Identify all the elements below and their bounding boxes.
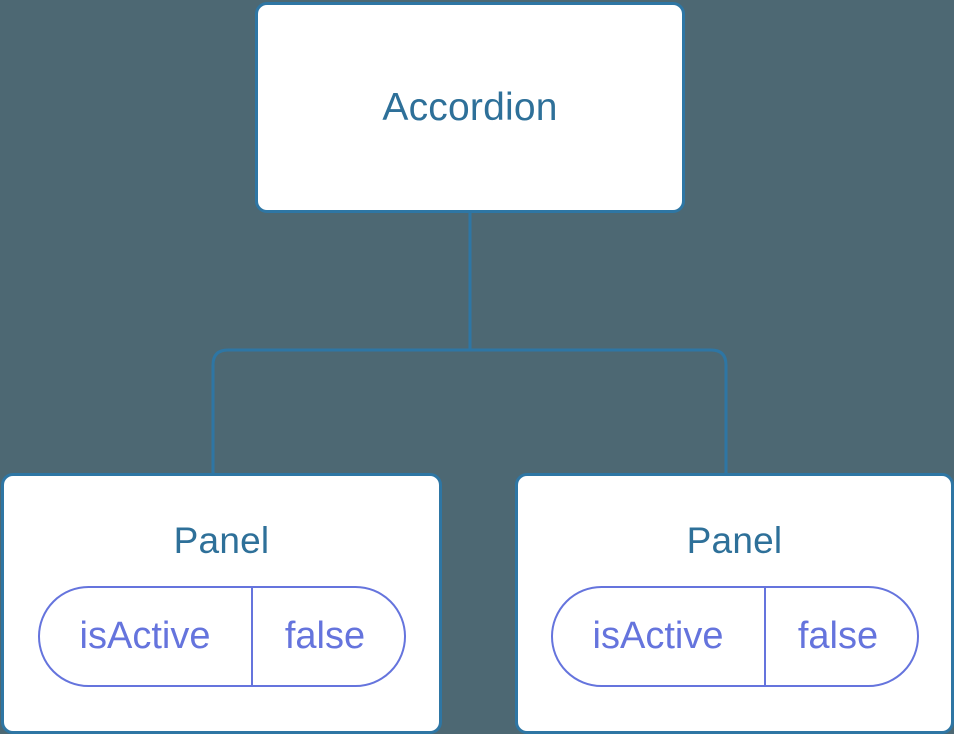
edge-to-panel-right <box>470 348 728 476</box>
edge-to-panel-left <box>211 348 470 476</box>
node-panel-left[interactable]: Panel isActive false <box>1 473 442 734</box>
state-badge-panel-right[interactable]: isActive false <box>550 586 919 687</box>
node-accordion[interactable]: Accordion <box>255 2 685 213</box>
node-panel-left-title: Panel <box>173 520 270 561</box>
node-accordion-title: Accordion <box>382 86 558 129</box>
state-value-isactive: false <box>797 614 879 657</box>
state-key-isactive: isActive <box>40 588 253 685</box>
node-panel-right-title: Panel <box>686 520 783 561</box>
state-key-isactive: isActive <box>553 588 766 685</box>
state-value-isactive: false <box>284 614 366 657</box>
node-panel-right[interactable]: Panel isActive false <box>515 473 954 734</box>
state-badge-panel-left[interactable]: isActive false <box>37 586 406 687</box>
